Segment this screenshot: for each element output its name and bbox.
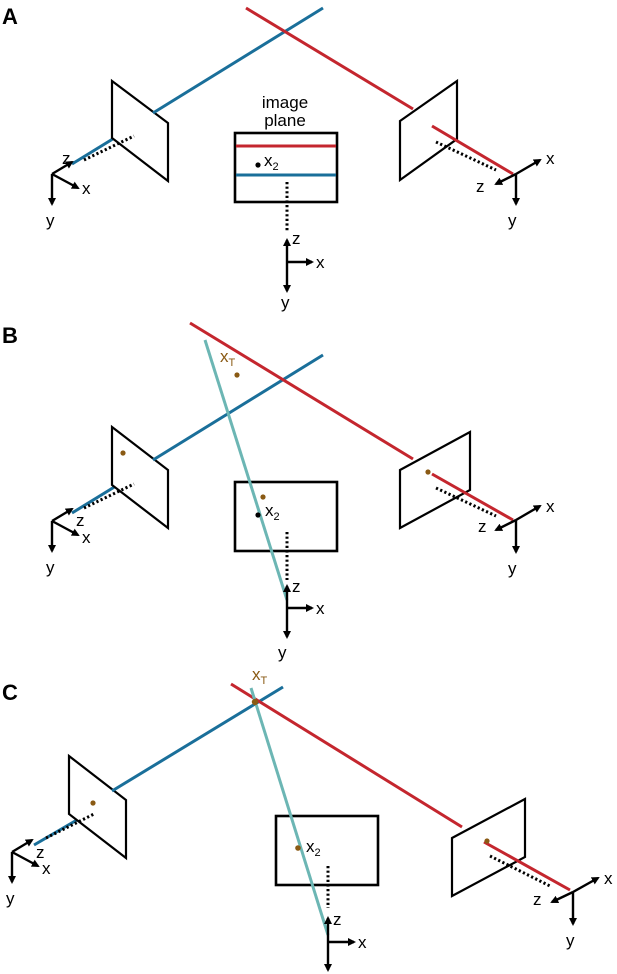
right-camera-ray <box>245 6 414 111</box>
x2-label: x2 <box>306 837 321 859</box>
right-camera-axes: y x z <box>478 497 555 578</box>
projected-point-right <box>484 838 490 844</box>
center-image-plane <box>274 814 380 887</box>
svg-text:z: z <box>333 910 342 929</box>
x2-label: x2 <box>265 501 280 523</box>
svg-text:x: x <box>358 933 367 952</box>
left-camera-optical-axis <box>83 134 135 162</box>
xT-label: xT <box>220 347 236 369</box>
svg-text:z: z <box>478 517 487 536</box>
panel-c: C y x z y x z xT x2 <box>2 665 613 972</box>
left-camera-image-plane <box>67 753 128 861</box>
svg-text:z: z <box>36 843 45 862</box>
center-camera-axes: y x z <box>281 229 325 312</box>
svg-text:x: x <box>82 179 91 198</box>
svg-text:z: z <box>62 149 71 168</box>
left-camera-axes: y x z <box>6 838 51 908</box>
svg-text:z: z <box>476 177 485 196</box>
right-camera-axes: y x z <box>476 149 555 230</box>
svg-text:y: y <box>6 889 15 908</box>
panel-c-label: C <box>2 680 18 705</box>
svg-text:x: x <box>546 149 555 168</box>
right-camera-ray-near <box>431 124 514 176</box>
svg-text:z: z <box>292 577 301 596</box>
left-camera-image-plane <box>110 78 170 184</box>
projected-point-left <box>90 800 96 806</box>
right-camera-image-plane <box>450 797 527 898</box>
projected-point-left <box>120 450 126 456</box>
center-image-plane <box>233 480 339 553</box>
svg-text:y: y <box>508 211 517 230</box>
svg-text:x: x <box>604 869 613 888</box>
right-camera-axes: y x z <box>533 869 613 950</box>
svg-text:z: z <box>292 229 301 248</box>
svg-text:x: x <box>316 599 325 618</box>
svg-text:y: y <box>46 211 55 230</box>
svg-text:y: y <box>508 559 517 578</box>
panel-a-label: A <box>2 4 18 29</box>
svg-text:z: z <box>533 890 542 909</box>
right-camera-optical-axis <box>435 140 497 172</box>
back-projected-ray <box>203 339 289 601</box>
left-camera-ray-far <box>152 6 324 115</box>
projected-point-right <box>425 469 431 475</box>
observed-point-x2 <box>255 512 261 518</box>
svg-text:x: x <box>42 859 51 878</box>
xT-label: xT <box>252 665 268 687</box>
svg-text:x: x <box>316 253 325 272</box>
left-camera-image-plane <box>110 424 170 531</box>
projected-point-center <box>295 845 301 851</box>
x2-label: x2 <box>264 151 279 173</box>
svg-text:y: y <box>46 558 55 577</box>
triangulated-point-xT <box>251 698 259 706</box>
panel-a: A y x z y x z image p <box>2 4 555 312</box>
image-plane-label-line2: plane <box>264 111 306 130</box>
svg-text:x: x <box>82 528 91 547</box>
panel-b: B y x z y x z xT <box>2 321 555 662</box>
triangulated-point-xT <box>234 372 240 378</box>
right-camera-image-plane <box>398 78 459 183</box>
center-camera-axes: x z <box>324 910 367 972</box>
center-camera-axes: y x z <box>278 577 325 662</box>
svg-text:y: y <box>281 293 290 312</box>
observed-point-x2 <box>255 162 261 168</box>
panel-b-label: B <box>2 323 18 348</box>
projected-point-center <box>260 494 266 500</box>
back-projected-ray <box>249 687 330 936</box>
image-plane-label-line1: image <box>262 93 308 112</box>
right-camera-image-plane <box>398 430 472 530</box>
svg-text:y: y <box>278 643 287 662</box>
left-camera-axes: y x z <box>46 507 91 577</box>
svg-text:y: y <box>566 931 575 950</box>
svg-text:x: x <box>546 497 555 516</box>
left-camera-axes: y x z <box>46 149 91 230</box>
svg-text:z: z <box>76 511 85 530</box>
